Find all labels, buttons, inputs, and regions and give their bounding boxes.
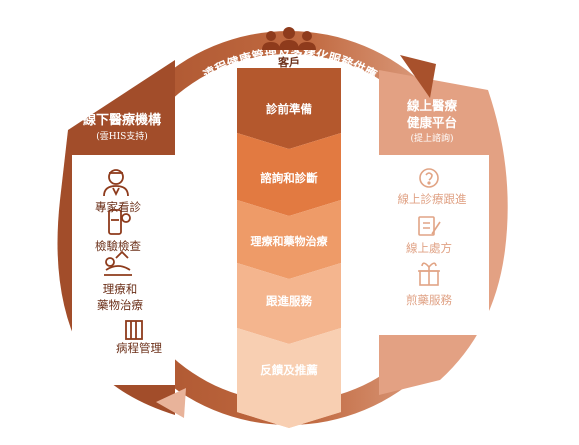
stage-chevron-tip — [237, 412, 341, 428]
right-panel-title-line1: 線上醫療 — [406, 98, 458, 113]
customer-label: 客戶 — [278, 56, 300, 69]
stage-chevron-1 — [237, 68, 341, 149]
doctor-icon — [103, 169, 129, 197]
left-item-label-3a: 理療和 — [102, 282, 138, 296]
stage-chevron-5 — [237, 328, 341, 428]
left-panel-title: 線下醫療機構 — [82, 113, 162, 128]
right-item-label-2: 線上處方 — [406, 241, 452, 255]
process-stages — [237, 68, 341, 428]
left-item-label-3b: 藥物治療 — [97, 298, 143, 312]
left-item-label-4: 病程管理 — [116, 341, 162, 355]
left-panel-subtitle: (雲HIS支持) — [96, 132, 148, 142]
stage-label-3: 理療和藥物治療 — [250, 235, 328, 248]
stage-chevron-2 — [237, 133, 341, 216]
stage-label-2: 諮詢和診斷 — [260, 171, 318, 185]
gift-box-icon — [418, 262, 440, 286]
ring-arrow-bottom-left — [156, 388, 186, 418]
question-chat-icon — [419, 168, 439, 188]
people-group-icon — [262, 27, 316, 50]
stage-label-1: 診前準備 — [266, 102, 312, 116]
stage-chevron-4 — [237, 263, 341, 344]
lab-test-icon — [108, 209, 131, 235]
left-item-label-2: 檢驗檢查 — [95, 239, 141, 253]
stage-chevron-3 — [237, 200, 341, 279]
records-icon — [125, 320, 143, 340]
left-panel-inner — [72, 155, 175, 385]
document-edit-icon — [418, 216, 441, 236]
right-item-label-1: 線上診療跟進 — [397, 192, 467, 206]
therapy-icon — [104, 250, 132, 276]
stage-label-5: 反饋及推薦 — [260, 363, 318, 377]
stage-label-4: 跟進服務 — [266, 294, 312, 308]
ring-arrow-top-right — [400, 55, 436, 98]
right-panel-title-line2: 健康平台 — [406, 115, 458, 130]
right-item-label-3: 煎藥服務 — [406, 293, 452, 307]
right-panel-subtitle: (提上諮詢) — [410, 134, 454, 144]
left-item-label-1: 專家看診 — [95, 200, 141, 214]
